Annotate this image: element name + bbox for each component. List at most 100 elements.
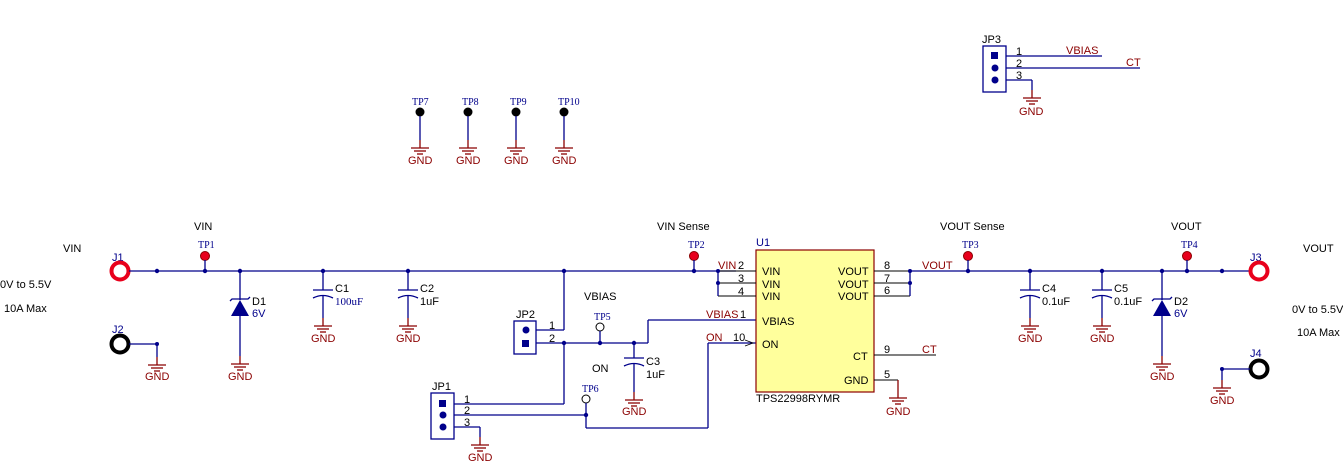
- jumper-jp2: JP2 1 2: [513, 271, 565, 355]
- svg-text:3: 3: [464, 417, 470, 429]
- svg-text:JP2: JP2: [516, 309, 535, 321]
- svg-text:VIN: VIN: [762, 279, 780, 291]
- ic-u1: U1 TPS22998RYMR 2 3 4 1 10 VIN VIN VIN V…: [716, 237, 936, 418]
- svg-text:J2: J2: [112, 324, 124, 336]
- svg-text:2: 2: [464, 405, 470, 417]
- connector-j2: J2 GND: [109, 324, 170, 383]
- on-label: ON: [592, 363, 609, 375]
- capacitor-c3: C3 1uF GND: [622, 343, 665, 418]
- connector-j4: J4 GND: [1210, 348, 1270, 407]
- vout-tp-label: VOUT: [1171, 221, 1202, 233]
- svg-text:TP5: TP5: [594, 312, 611, 323]
- svg-text:GND: GND: [504, 155, 529, 167]
- svg-text:TP9: TP9: [510, 97, 527, 108]
- ic-part: TPS22998RYMR: [756, 393, 840, 405]
- svg-text:6: 6: [884, 285, 890, 297]
- tp2: VIN Sense TP2: [657, 221, 710, 271]
- svg-text:ON: ON: [762, 339, 779, 351]
- svg-text:TP1: TP1: [198, 240, 215, 251]
- jp3-vbias-net: VBIAS: [1066, 45, 1098, 57]
- net-vin: VIN: [718, 260, 736, 272]
- svg-text:D2: D2: [1174, 296, 1188, 308]
- svg-text:GND: GND: [622, 406, 647, 418]
- svg-text:VOUT: VOUT: [838, 266, 869, 278]
- tp9: TP9 GND: [504, 97, 529, 167]
- svg-text:6V: 6V: [1174, 308, 1188, 320]
- tp5: TP5: [594, 312, 611, 343]
- svg-text:TP3: TP3: [962, 240, 979, 251]
- tp8: TP8 GND: [456, 97, 481, 167]
- svg-text:GND: GND: [468, 452, 493, 462]
- svg-text:6V: 6V: [252, 308, 266, 320]
- svg-text:0.1uF: 0.1uF: [1042, 296, 1070, 308]
- svg-text:TP6: TP6: [582, 384, 599, 395]
- imax-right: 10A Max: [1297, 327, 1340, 339]
- net-vout: VOUT: [922, 260, 953, 272]
- svg-text:C2: C2: [420, 283, 434, 295]
- capacitor-c1: C1 100uF GND: [311, 271, 363, 345]
- svg-text:GND: GND: [228, 371, 253, 383]
- svg-text:GND: GND: [311, 333, 336, 345]
- capacitor-c4: C4 0.1uF GND: [1018, 271, 1070, 345]
- jumper-jp1: JP1 1 2 3 GND: [430, 343, 586, 462]
- tp4: VOUT TP4: [1171, 221, 1202, 271]
- svg-text:100uF: 100uF: [335, 296, 363, 308]
- tp10: TP10 GND: [552, 97, 580, 167]
- diode-d2: D2 6V GND: [1150, 271, 1188, 383]
- connector-j3: J3: [1248, 252, 1270, 282]
- svg-text:4: 4: [738, 286, 744, 298]
- svg-text:GND: GND: [1018, 333, 1043, 345]
- svg-text:J4: J4: [1250, 348, 1262, 360]
- svg-text:1: 1: [549, 320, 555, 332]
- svg-text:TP7: TP7: [412, 97, 429, 108]
- svg-text:TP2: TP2: [688, 240, 705, 251]
- svg-text:9: 9: [884, 344, 890, 356]
- net-ct: CT: [922, 344, 937, 356]
- svg-text:1: 1: [740, 309, 746, 321]
- net-vbias: VBIAS: [706, 309, 738, 321]
- connector-j1: J1: [109, 252, 131, 282]
- svg-text:J1: J1: [112, 252, 124, 264]
- svg-text:5: 5: [884, 369, 890, 381]
- svg-text:C1: C1: [335, 283, 349, 295]
- capacitor-c2: C2 1uF GND: [396, 271, 439, 345]
- svg-text:GND: GND: [456, 155, 481, 167]
- tp7: TP7 GND: [408, 97, 433, 167]
- jp3-pin1: 1: [1016, 46, 1022, 58]
- net-on: ON: [706, 332, 723, 344]
- svg-text:CT: CT: [853, 351, 868, 363]
- diode-d1: D1 6V GND: [228, 271, 266, 383]
- jp3-pin2: 2: [1016, 58, 1022, 70]
- ic-ref: U1: [756, 237, 770, 249]
- vin-sense-label: VIN Sense: [657, 221, 710, 233]
- svg-text:1uF: 1uF: [646, 369, 665, 381]
- svg-text:GND: GND: [408, 155, 433, 167]
- svg-text:GND: GND: [552, 155, 577, 167]
- svg-text:C4: C4: [1042, 283, 1056, 295]
- svg-text:2: 2: [549, 333, 555, 345]
- svg-text:TP8: TP8: [462, 97, 479, 108]
- svg-text:C3: C3: [646, 356, 660, 368]
- vin-range-left: 0V to 5.5V: [0, 279, 52, 291]
- svg-text:3: 3: [738, 273, 744, 285]
- svg-text:0.1uF: 0.1uF: [1114, 296, 1142, 308]
- svg-text:2: 2: [738, 260, 744, 272]
- jp3-pin3: 3: [1016, 70, 1022, 82]
- jumper-jp3: JP3 1 2 3 VBIAS CT GND: [982, 34, 1141, 118]
- tp3: VOUT Sense TP3: [940, 221, 1005, 271]
- vbias-label: VBIAS: [584, 291, 616, 303]
- svg-text:J3: J3: [1250, 252, 1262, 264]
- svg-text:VOUT: VOUT: [838, 279, 869, 291]
- svg-text:VIN: VIN: [762, 291, 780, 303]
- svg-text:D1: D1: [252, 296, 266, 308]
- testpoints-gnd-group: TP7 GND TP8 GND TP9 GND TP10 GND: [408, 97, 580, 167]
- svg-text:7: 7: [884, 273, 890, 285]
- svg-text:GND: GND: [145, 371, 170, 383]
- jp3-gnd: GND: [1019, 106, 1044, 118]
- svg-text:TP10: TP10: [558, 97, 580, 108]
- capacitor-c5: C5 0.1uF GND: [1090, 271, 1142, 345]
- imax-left: 10A Max: [4, 303, 47, 315]
- vout-range-right: 0V to 5.5V: [1292, 304, 1343, 316]
- svg-text:GND: GND: [1150, 371, 1175, 383]
